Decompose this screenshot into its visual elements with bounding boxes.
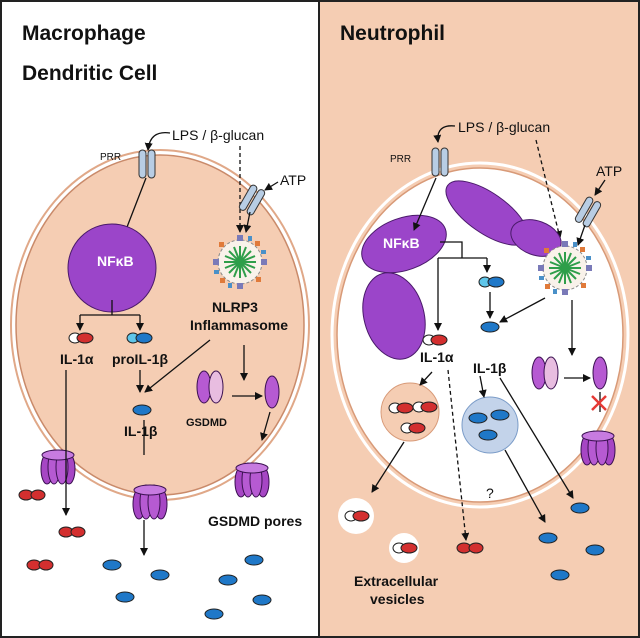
left-il1b-out-3 <box>115 591 135 603</box>
right-il1b-molecule <box>480 321 500 333</box>
right-inflammasome <box>537 240 593 296</box>
right-il1a-molecule <box>422 334 448 346</box>
left-lps-label: LPS / β-glucan <box>172 127 264 143</box>
left-atp-label: ATP <box>280 172 306 188</box>
left-gsdmd-pore-1 <box>40 449 76 485</box>
proil1b-label: proIL-1β <box>112 351 168 367</box>
right-il1b-vesicle <box>461 396 519 454</box>
left-il1a-label: IL-1α <box>60 351 94 367</box>
vesicles-label: vesicles <box>370 591 425 607</box>
right-title-neutrophil: Neutrophil <box>340 22 445 45</box>
left-nfkb-label: NFκB <box>97 253 134 269</box>
left-gsdmd-pore-2 <box>132 484 168 520</box>
inflammasome-label: Inflammasome <box>190 317 288 333</box>
right-atp-label: ATP <box>596 163 622 179</box>
right-il1b-out-4 <box>550 569 570 581</box>
right-gsdmd-pore <box>580 430 616 466</box>
left-title-macrophage: Macrophage <box>22 22 146 45</box>
left-lps-arrow <box>144 131 171 151</box>
left-il1b-out-7 <box>204 608 224 620</box>
blocked-x-icon <box>591 395 607 411</box>
right-proil1b-molecule <box>478 276 505 288</box>
left-title-dendritic-cell: Dendritic Cell <box>22 62 157 85</box>
gsdmd-pores-label: GSDMD pores <box>208 513 302 529</box>
right-gsdmd-nterm <box>592 356 608 390</box>
left-il1b-label: IL-1β <box>124 423 158 439</box>
right-il1b-out-2 <box>538 532 558 544</box>
gsdmd-label: GSDMD <box>186 417 227 429</box>
right-il1b-out-1 <box>570 502 590 514</box>
left-il1a-molecule <box>68 332 94 344</box>
right-cell-membrane-outer <box>330 161 630 509</box>
right-il1a-label: IL-1α <box>420 349 454 365</box>
question-mark: ? <box>486 485 494 501</box>
left-il1b-out-5 <box>244 554 264 566</box>
left-il1b-out-4 <box>218 574 238 586</box>
left-gsdmd-nterm <box>264 375 280 409</box>
left-proil1b-molecule <box>126 332 153 344</box>
right-lps-label: LPS / β-glucan <box>458 119 550 135</box>
nlrp3-label: NLRP3 <box>212 299 258 315</box>
left-il1b-out-6 <box>252 594 272 606</box>
right-il1b-label: IL-1β <box>473 360 507 376</box>
right-prr-label: PRR <box>390 154 411 165</box>
left-il1b-molecule <box>132 404 152 416</box>
left-il1b-out-2 <box>150 569 170 581</box>
left-prr-label: PRR <box>100 152 121 163</box>
right-nfkb-label: NFκB <box>383 235 420 251</box>
extracellular-label: Extracellular <box>354 573 439 589</box>
left-gsdmd-pore-3 <box>234 462 270 498</box>
left-il1b-out-1 <box>102 559 122 571</box>
right-multilobed-nucleus <box>361 180 562 360</box>
right-il1b-out-3 <box>585 544 605 556</box>
left-inflammasome <box>212 234 268 290</box>
